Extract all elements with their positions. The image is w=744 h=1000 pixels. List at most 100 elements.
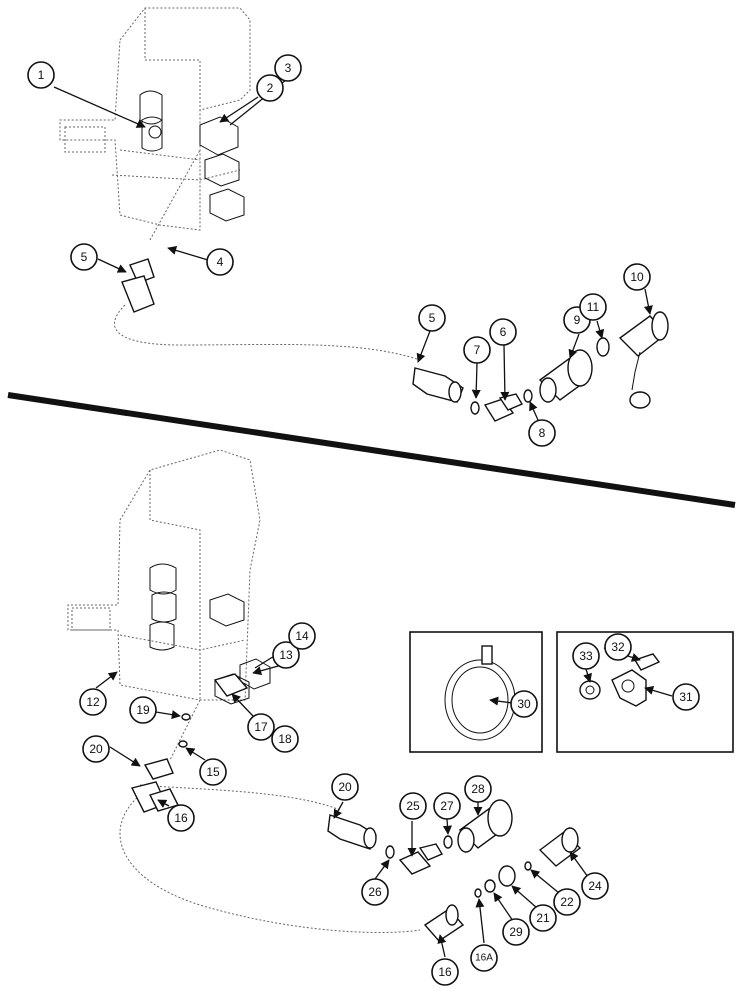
o-ring-27 — [443, 835, 453, 849]
o-ring-26 — [385, 845, 395, 859]
elbow-adapter-25 — [398, 843, 444, 875]
callout-28: 28 — [464, 775, 492, 803]
inset-box-bracket — [556, 631, 734, 753]
svg-text:5: 5 — [429, 311, 436, 325]
callout-26: 26 — [361, 878, 389, 906]
svg-text:8: 8 — [539, 426, 546, 440]
svg-text:13: 13 — [279, 648, 293, 662]
callout-18: 18 — [271, 725, 299, 753]
svg-text:15: 15 — [206, 765, 220, 779]
hose-clamp-part — [444, 645, 516, 741]
svg-text:33: 33 — [579, 649, 593, 663]
washer-29 — [484, 879, 496, 893]
svg-text:20: 20 — [89, 742, 103, 756]
svg-text:11: 11 — [587, 300, 600, 314]
svg-text:31: 31 — [679, 690, 693, 704]
section-divider — [7, 392, 736, 508]
svg-text:14: 14 — [295, 629, 309, 643]
callout-8: 8 — [528, 419, 556, 447]
callout-14: 14 — [288, 622, 316, 650]
svg-text:20: 20 — [338, 780, 352, 794]
inset-box-clamp — [409, 631, 543, 753]
callout-16-bottom: 16 — [431, 958, 459, 986]
quick-coupler-with-cap-top — [618, 311, 669, 409]
svg-text:29: 29 — [509, 925, 523, 939]
svg-text:5: 5 — [81, 250, 88, 264]
hose-end-fitting-top-right — [412, 367, 464, 403]
svg-text:16: 16 — [438, 965, 452, 979]
callout-3: 3 — [274, 54, 302, 82]
callout-22: 22 — [553, 888, 581, 916]
callout-24: 24 — [581, 872, 609, 900]
svg-text:21: 21 — [536, 911, 550, 925]
svg-text:2: 2 — [267, 81, 274, 95]
callout-5-top-right: 5 — [418, 304, 446, 332]
callout-20-left: 20 — [82, 735, 110, 763]
callout-6: 6 — [489, 318, 517, 346]
o-ring-top-7 — [470, 401, 480, 415]
callout-11: 11 — [579, 293, 607, 321]
svg-text:17: 17 — [254, 720, 268, 734]
svg-text:3: 3 — [285, 61, 292, 75]
o-ring-22 — [524, 861, 532, 871]
washer-top-11 — [596, 337, 610, 357]
callout-17: 17 — [247, 713, 275, 741]
callout-29: 29 — [502, 918, 530, 946]
control-valve-top — [59, 7, 251, 231]
o-ring-top-8 — [523, 389, 533, 403]
svg-text:22: 22 — [560, 895, 574, 909]
callout-30: 30 — [510, 690, 538, 718]
svg-text:16A: 16A — [475, 953, 493, 964]
coupler-body-top — [538, 349, 593, 403]
fitting-21 — [498, 865, 516, 887]
svg-text:16: 16 — [174, 811, 188, 825]
elbow-adapter-top — [483, 393, 524, 422]
svg-text:6: 6 — [500, 325, 507, 339]
o-ring-16a — [474, 888, 482, 898]
coupler-24 — [538, 827, 582, 867]
svg-text:1: 1 — [38, 68, 45, 82]
svg-text:27: 27 — [440, 799, 454, 813]
hose-end-fitting-16-right — [423, 904, 465, 942]
svg-text:30: 30 — [517, 697, 531, 711]
callout-27: 27 — [433, 792, 461, 820]
svg-text:12: 12 — [86, 695, 100, 709]
callout-13: 13 — [272, 641, 300, 669]
callout-10: 10 — [623, 263, 651, 291]
callout-32: 32 — [604, 633, 632, 661]
callout-25: 25 — [399, 792, 427, 820]
svg-text:4: 4 — [217, 255, 224, 269]
coupler-body-28 — [457, 799, 513, 853]
callout-5-top-left: 5 — [70, 243, 98, 271]
svg-text:24: 24 — [588, 879, 602, 893]
svg-text:10: 10 — [630, 270, 644, 284]
callout-1: 1 — [27, 61, 55, 89]
hose-end-fitting-20-right — [327, 814, 377, 850]
svg-text:7: 7 — [474, 343, 481, 357]
callout-15: 15 — [199, 758, 227, 786]
callout-33: 33 — [572, 642, 600, 670]
callout-21: 21 — [529, 904, 557, 932]
clip-bracket-part — [611, 669, 647, 707]
o-ring-19 — [181, 713, 191, 721]
callout-2: 2 — [256, 74, 284, 102]
svg-text:32: 32 — [611, 640, 625, 654]
svg-text:18: 18 — [278, 732, 292, 746]
bolt-part — [633, 653, 661, 671]
callout-7: 7 — [463, 336, 491, 364]
nut-part — [579, 680, 601, 700]
svg-text:25: 25 — [406, 799, 420, 813]
svg-text:9: 9 — [574, 313, 581, 327]
control-valve-bottom — [67, 449, 271, 705]
callout-19: 19 — [129, 696, 157, 724]
callout-4: 4 — [206, 248, 234, 276]
callout-16-left: 16 — [167, 804, 195, 832]
svg-text:26: 26 — [368, 885, 382, 899]
svg-text:28: 28 — [471, 782, 485, 796]
callout-16a: 16A — [470, 944, 498, 972]
svg-text:19: 19 — [136, 703, 150, 717]
o-ring-15 — [178, 740, 188, 748]
callout-31: 31 — [672, 683, 700, 711]
callout-20-right: 20 — [331, 773, 359, 801]
